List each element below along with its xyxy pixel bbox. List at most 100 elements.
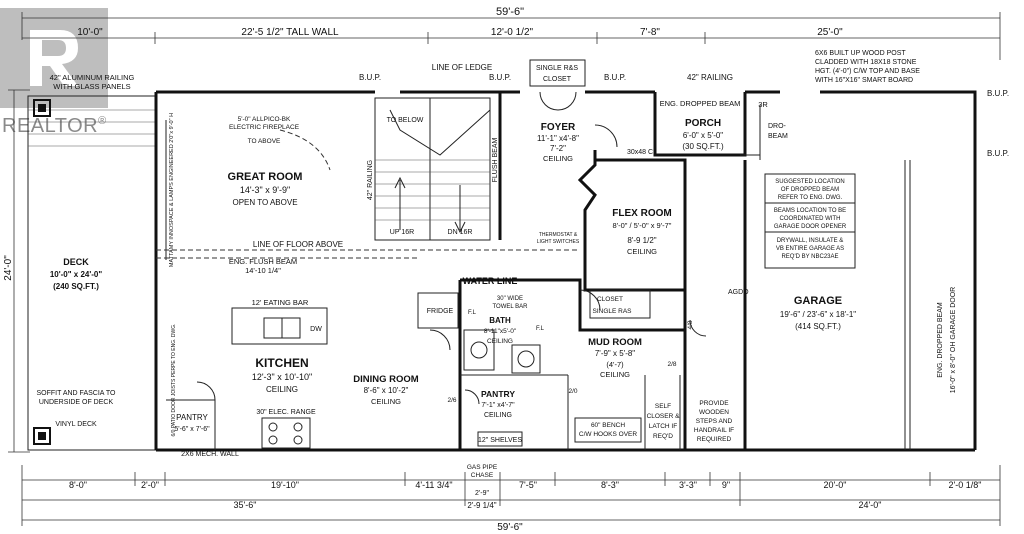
deck-area-note: (240 SQ.FT.) <box>53 282 99 291</box>
steps-note: PROVIDE WOODEN STEPS AND HANDRAIL IF REQ… <box>694 400 734 443</box>
bup-5: B.U.P. <box>987 149 1009 158</box>
room-pantry-kitchen: PANTRY 5'-6" x 7'-6" <box>174 413 210 433</box>
soffit-note-2: UNDERSIDE OF DECK <box>39 399 114 406</box>
railing-glass-note-2: WITH GLASS PANELS <box>53 82 130 91</box>
bath-size: 8'-11"x5'-0" <box>484 328 517 335</box>
porch-name: PORCH <box>685 118 721 129</box>
garage-name: GARAGE <box>794 295 842 307</box>
svg-text:REQUIRED: REQUIRED <box>697 436 732 443</box>
foyer-name: FOYER <box>541 122 576 133</box>
post-note: 6X6 BUILT UP WOOD POST CLADDED WITH 18X1… <box>815 50 920 84</box>
gas-chase-dim: 2'-9" <box>475 490 489 497</box>
towel-bar-2: TOWEL BAR <box>492 304 528 310</box>
porch-size: 6'-0" x 5'-0" <box>683 131 723 140</box>
eating-bar: 12' EATING BAR <box>252 298 309 307</box>
fl-2: F.L <box>536 326 545 332</box>
pantry-small-name: PANTRY <box>481 389 515 399</box>
svg-text:PROVIDE: PROVIDE <box>699 400 729 407</box>
foyer-size: 11'-1" x4'-8" <box>537 134 579 143</box>
bup-4: B.U.P. <box>987 89 1009 98</box>
bottom-dim-4: 4'-11 3/4" <box>415 480 452 490</box>
great-room-name: GREAT ROOM <box>228 171 303 183</box>
deck-area: 42" ALUMINUM RAILING WITH GLASS PANELS D… <box>27 73 157 451</box>
elec-range: 30" ELEC. RANGE <box>256 409 316 416</box>
eng-flush-beam: ENG. FLUSH BEAM <box>229 257 297 266</box>
svg-text:WITH 16"X16" SMART BOARD: WITH 16"X16" SMART BOARD <box>815 77 913 84</box>
room-kitchen: 12' EATING BAR DW KITCHEN 12'-3" x 10'-1… <box>171 298 322 458</box>
bup-labels: B.U.P. B.U.P. B.U.P. B.U.P. B.U.P. <box>359 73 1009 158</box>
bottom-dim-3: 19'-10" <box>271 480 299 490</box>
to-above: TO ABOVE <box>248 138 281 145</box>
overall-bottom-dim: 59'-6" <box>497 522 523 533</box>
door-2-8: 2/8 <box>667 361 676 368</box>
house-walls <box>154 90 977 452</box>
svg-text:VB ENTIRE GARAGE AS: VB ENTIRE GARAGE AS <box>776 246 844 252</box>
svg-text:BEAMS LOCATION TO BE: BEAMS LOCATION TO BE <box>774 208 846 214</box>
room-dining: DINING ROOM 8'-6" x 10'-2" CEILING <box>353 374 419 406</box>
svg-text:SUGGESTED LOCATION: SUGGESTED LOCATION <box>775 179 845 185</box>
garage-note-box: SUGGESTED LOCATION OF DROPPED BEAM REFER… <box>764 173 856 269</box>
bath-note: CEILING <box>487 338 513 345</box>
realtor-logo-box <box>0 8 108 108</box>
realtor-wordmark: REALTOR® <box>2 115 107 137</box>
svg-text:HGT. (4'-0") C/W TOP AND BASE: HGT. (4'-0") C/W TOP AND BASE <box>815 68 920 75</box>
top-dim-5: 25'-0" <box>817 27 843 38</box>
top-dimensions: 59'-6" 10'-0" 22'-5 1/2" TALL WALL 12'-0… <box>21 6 1001 60</box>
gas-chase-2: CHASE <box>471 472 494 479</box>
towel-bar-1: 30" WIDE <box>497 296 523 302</box>
deck-name: DECK <box>63 257 89 267</box>
three-r: 3R <box>758 100 768 109</box>
mud-note: CEILING <box>600 370 630 379</box>
svg-text:OF DROPPED BEAM: OF DROPPED BEAM <box>781 187 839 193</box>
flex-size2: 8'-9 1/2" <box>627 236 656 245</box>
top-dim-1: 10'-0" <box>77 27 103 38</box>
room-garage: GARAGE 19'-6" / 23'-6" x 18'-1" (414 SQ.… <box>728 287 957 393</box>
dining-note: CEILING <box>371 397 401 406</box>
bottom-dim-row2-2: 2'-9 1/4" <box>467 501 496 510</box>
thermostat-1: THERMOSTAT & <box>539 232 578 238</box>
svg-text:GARAGE DOOR OPENER: GARAGE DOOR OPENER <box>774 224 847 230</box>
flex-name: FLEX ROOM <box>612 208 671 219</box>
mech-wall: 2X6 MECH. WALL <box>181 451 239 458</box>
line-of-ledge: LINE OF LEDGE <box>432 63 492 72</box>
door-2-6: 2/6 <box>447 397 456 404</box>
svg-text:CLOSER &: CLOSER & <box>647 413 681 420</box>
room-pantry-small: PANTRY 7'-1" x4'-7" CEILING <box>481 389 515 419</box>
room-porch: PORCH 6'-0" x 5'-0" (30 SQ.FT.) <box>682 118 724 151</box>
garage-size: 19'-6" / 23'-6" x 18'-1" <box>780 310 856 319</box>
realtor-r-icon <box>30 30 78 86</box>
wall-note: MATTAMY INNOSPACE & LAMPS ENGINEERED 2'0… <box>169 113 175 267</box>
bup-1: B.U.P. <box>359 73 381 82</box>
room-bath: BATH 8'-11"x5'-0" CEILING <box>484 316 517 345</box>
side-dim: 24'-0" <box>3 255 14 281</box>
svg-text:WOODEN: WOODEN <box>699 409 729 416</box>
svg-text:CLADDED WITH 18X18 STONE: CLADDED WITH 18X18 STONE <box>815 59 917 66</box>
line-floor-above: LINE OF FLOOR ABOVE <box>253 240 343 249</box>
dro-beam-1: DRO- <box>768 123 787 130</box>
mud-name: MUD ROOM <box>588 337 642 348</box>
mud-size: 7'-9" x 5'-8" <box>595 349 635 358</box>
bottom-dim-10: 2'-0 1/8" <box>949 480 982 490</box>
agdo: AGDO <box>728 289 749 296</box>
eng-dropped-beam: ENG. DROPPED BEAM <box>660 99 741 108</box>
bup-3: B.U.P. <box>604 73 626 82</box>
gas-chase-1: GAS PIPE <box>467 464 498 471</box>
railing-42: 42" RAILING <box>687 73 733 82</box>
great-room-note: OPEN TO ABOVE <box>232 198 297 207</box>
top-dim-4: 7'-8" <box>640 27 660 38</box>
bottom-dim-5: 7'-5" <box>519 480 537 490</box>
reference-lines <box>156 129 580 259</box>
bottom-dim-1: 8'-0" <box>69 480 87 490</box>
dw: DW <box>310 326 322 333</box>
shelves: 12" SHELVES <box>478 437 522 444</box>
bup-2: B.U.P. <box>489 73 511 82</box>
dro-beam-2: BEAM <box>768 133 788 140</box>
foyer-note: CEILING <box>543 154 573 163</box>
fl-1: F.L <box>468 310 477 316</box>
svg-text:HANDRAIL IF: HANDRAIL IF <box>694 427 734 434</box>
overall-top-dim: 59'-6" <box>496 6 524 18</box>
thermostat-2: LIGHT SWITCHES <box>537 239 580 245</box>
bottom-dim-2: 2'-0" <box>141 480 159 490</box>
flush-beam: FLUSH BEAM <box>492 137 499 182</box>
eng-flush-dim: 14'-10 1/4" <box>245 266 281 275</box>
